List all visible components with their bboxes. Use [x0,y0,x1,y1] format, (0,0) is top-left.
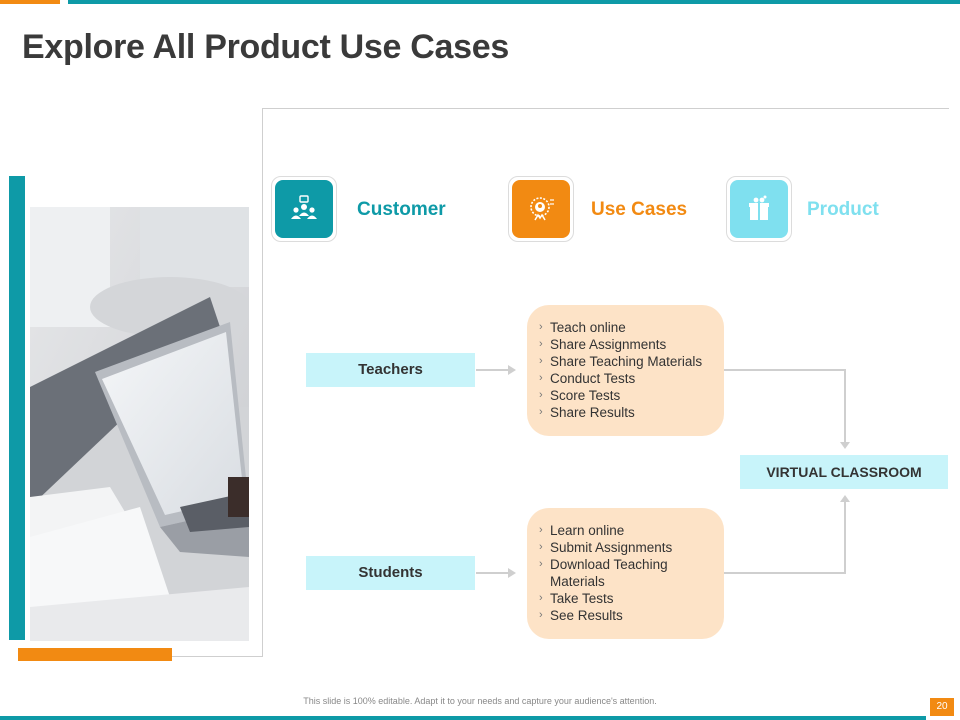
teachers-use-case-item: › Score Tests [539,387,714,404]
students-use-case-text: Learn online [550,523,625,538]
students-use-case-text: Download Teaching Materials [550,557,668,589]
bullet-chevron-icon: › [539,389,543,401]
students-use-case-item: › Take Tests [539,590,714,607]
frame-left-line [262,108,263,657]
students-use-case-item: › Submit Assignments [539,539,714,556]
students-use-case-text: See Results [550,608,623,623]
footer-note: This slide is 100% editable. Adapt it to… [303,696,657,706]
page-title: Explore All Product Use Cases [22,28,509,66]
bullet-chevron-icon: › [539,592,543,604]
teachers-pill: Teachers [306,353,475,387]
bullet-chevron-icon: › [539,372,543,384]
teachers-use-case-item: › Teach online [539,319,714,336]
teachers-use-case-text: Share Results [550,405,635,420]
customer-icon-tile [271,176,337,242]
teachers-use-case-item: › Share Teaching Materials [539,353,714,370]
students-use-cases-box: › Learn online › Submit Assignments › Downloa… [527,508,724,639]
gift-box-icon [730,180,788,238]
students-use-case-text: Take Tests [550,591,614,606]
office-photo [30,207,249,641]
bullet-chevron-icon: › [539,524,543,536]
teachers-use-case-text: Share Assignments [550,337,667,352]
top-bar [68,0,960,4]
teachers-use-case-item: › Share Assignments [539,336,714,353]
bullet-chevron-icon: › [539,321,543,333]
virtual-classroom-pill: VIRTUAL CLASSROOM [740,455,948,489]
students-pill: Students [306,556,475,590]
teachers-use-case-item: › Conduct Tests [539,370,714,387]
teachers-use-case-text: Conduct Tests [550,371,636,386]
teachers-use-case-text: Score Tests [550,388,621,403]
bullet-chevron-icon: › [539,355,543,367]
bullet-chevron-icon: › [539,558,543,570]
students-use-cases-list: › Learn online › Submit Assignments › Downloa… [539,522,714,624]
bullet-chevron-icon: › [539,541,543,553]
bullet-chevron-icon: › [539,338,543,350]
page-number: 20 [930,698,954,716]
teachers-use-case-text: Share Teaching Materials [550,354,703,369]
image-bottom-bar [18,648,172,661]
use-cases-header: Use Cases [591,199,688,220]
students-use-case-item: › See Results [539,607,714,624]
product-header: Product [807,199,879,220]
bullet-chevron-icon: › [539,609,543,621]
teachers-use-case-item: › Share Results [539,404,714,421]
teachers-use-cases-list: › Teach online › Share Assignments › Share Te… [539,319,714,421]
students-use-case-item: › Learn online [539,522,714,539]
teachers-use-case-text: Teach online [550,320,626,335]
teachers-use-cases-box: › Teach online › Share Assignments › Share Te… [527,305,724,436]
frame-top-line [262,108,949,109]
product-icon-tile [726,176,792,242]
bottom-bar [0,716,926,720]
customer-header: Customer [357,199,446,220]
students-use-case-item: › Download Teaching Materials [539,556,714,590]
top-accent-bar [0,0,60,4]
users-icon [275,180,333,238]
badge-icon [512,180,570,238]
use-cases-icon-tile [508,176,574,242]
students-use-case-text: Submit Assignments [550,540,673,555]
bullet-chevron-icon: › [539,406,543,418]
image-side-bar [9,176,25,640]
